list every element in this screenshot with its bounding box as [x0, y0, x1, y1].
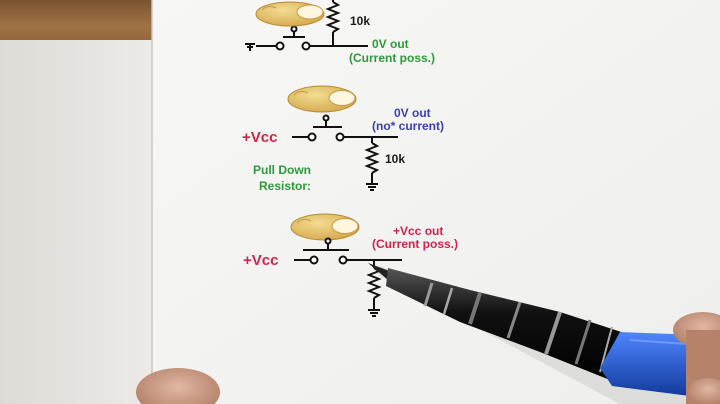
pull-down-caption-line1: Pull Down: [253, 163, 311, 177]
diagram-2-resistor-label: 10k: [385, 152, 406, 166]
diagram-1-output-label: 0V out: [372, 37, 409, 51]
diagram-3-output-note: (Current poss.): [372, 237, 459, 251]
diagram-2-circuit: [292, 114, 398, 191]
diagram-3-circuit: [294, 237, 402, 317]
finger-icon: [255, 1, 325, 27]
diagram-1-output-note: (Current poss.): [349, 51, 436, 65]
diagram-2-supply-label: +Vcc: [242, 129, 278, 146]
hand-bottom-left: [136, 368, 220, 404]
paper-back: [0, 40, 160, 404]
diagram-3-supply-label: +Vcc: [243, 252, 279, 269]
diagram-1-resistor-label: 10k: [350, 14, 371, 28]
pull-down-caption-line2: Resistor:: [259, 179, 312, 193]
diagram-1-circuit: [245, 0, 368, 51]
diagram-3-output-label: +Vcc out: [393, 224, 444, 238]
pen: [368, 263, 712, 404]
diagram-2-output-note: (no* current): [372, 119, 444, 133]
hand-right: [673, 312, 720, 404]
finger-icon: [287, 85, 357, 113]
finger-icon: [290, 213, 360, 241]
diagram-2-output-label: 0V out: [394, 106, 431, 120]
